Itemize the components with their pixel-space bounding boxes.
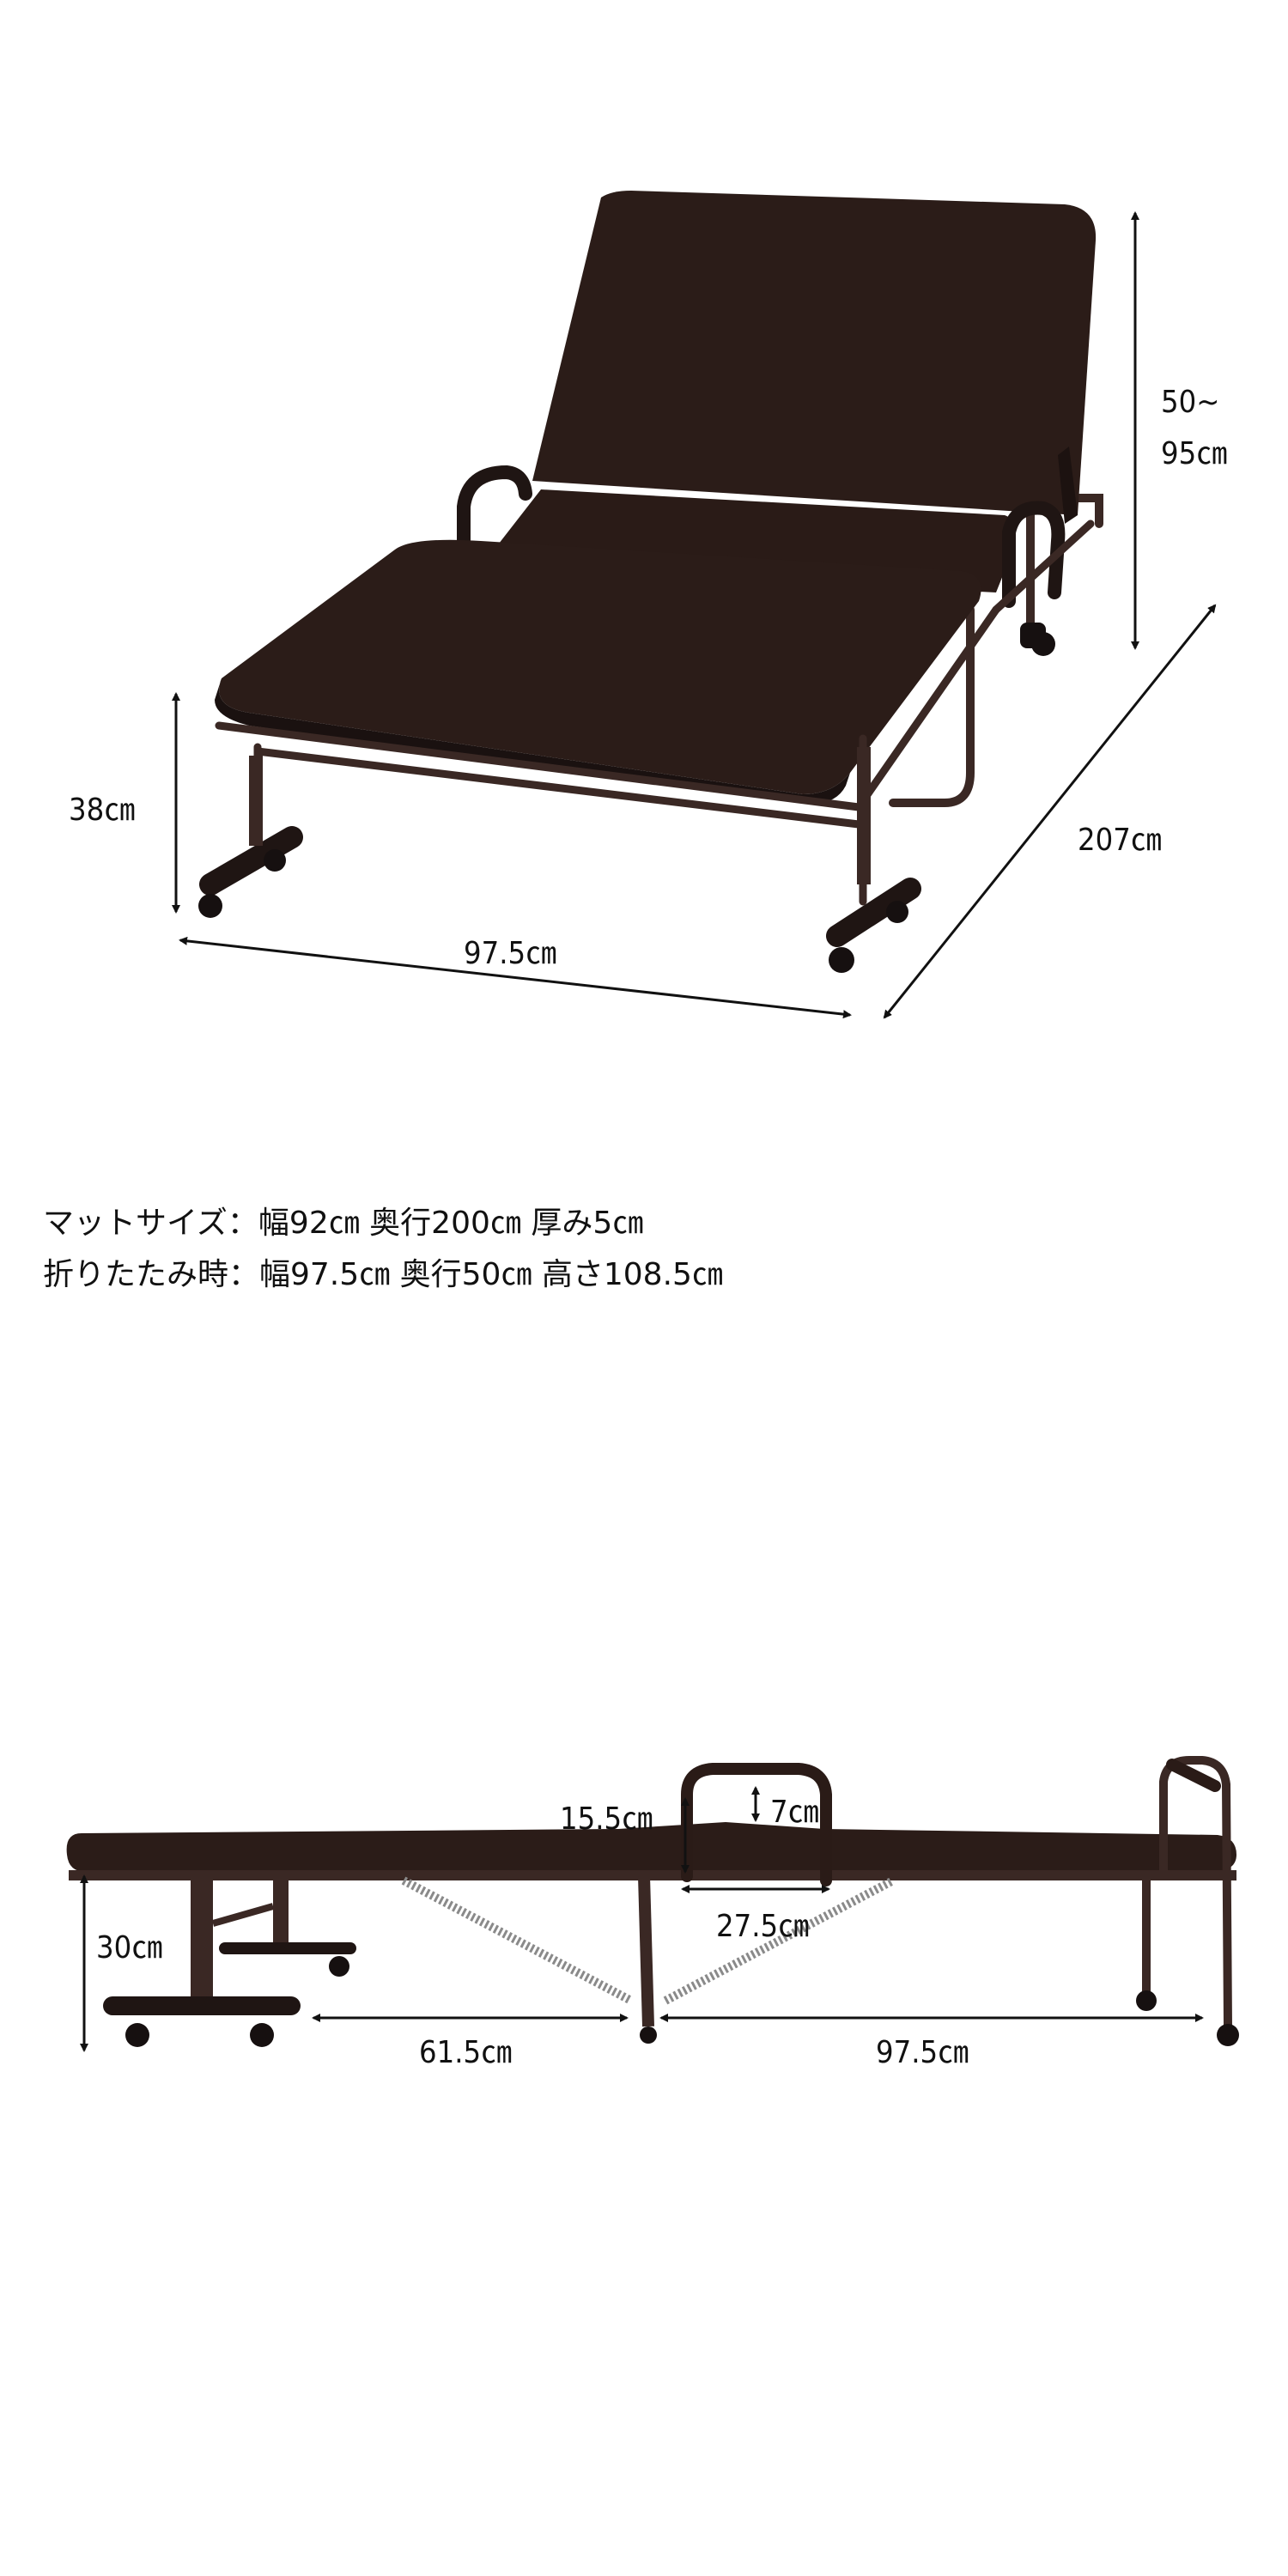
spring-right: [663, 1876, 896, 2005]
arrow-bed-width: [179, 936, 852, 1019]
label-bed-height: 38㎝: [69, 793, 135, 828]
mat-size-spec: マットサイズ：幅92㎝ 奥行200㎝ 厚み5㎝: [43, 1206, 644, 1241]
label-bed-width: 97.5㎝: [464, 936, 556, 971]
folded-size-spec: 折りたたみ時：幅97.5㎝ 奥行50㎝ 高さ108.5㎝: [43, 1257, 723, 1292]
side-center-leg: [638, 1875, 654, 2027]
label-handle-top: 7㎝: [770, 1795, 819, 1830]
side-frame-rail: [69, 1870, 1236, 1880]
label-handle-width: 27.5㎝: [716, 1909, 809, 1944]
back-wheel: [1020, 623, 1055, 656]
side-headboard: [1159, 1756, 1232, 2027]
label-handle-height: 15.5㎝: [560, 1801, 653, 1837]
label-bed-length: 207㎝: [1078, 823, 1162, 858]
label-backrest-height-2: 95㎝: [1161, 436, 1227, 471]
backrest: [532, 191, 1097, 524]
armrest-right: [1002, 501, 1066, 608]
spring-left: [401, 1876, 634, 2005]
armrest-left: [457, 465, 532, 548]
arrow-bed-length: [883, 604, 1217, 1019]
label-left-section: 61.5㎝: [419, 2035, 512, 2070]
dimension-arrows: [172, 211, 1217, 1019]
side-mattress: [66, 1822, 1237, 1872]
side-wheel-head: [1217, 2024, 1239, 2046]
foot-cushion: [215, 539, 981, 804]
label-leg-height: 30㎝: [96, 1930, 162, 1965]
front-leg-left: [198, 756, 303, 918]
label-backrest-height: 50~: [1161, 385, 1219, 420]
label-right-section: 97.5㎝: [876, 2035, 969, 2070]
side-handle: [681, 1763, 832, 1886]
bed-perspective-illustration: 50~ 95㎝ 38㎝ 97.5㎝ 207㎝: [69, 191, 1227, 1019]
side-left-leg: [103, 1876, 356, 2047]
side-wheel-back: [1136, 1990, 1157, 2011]
